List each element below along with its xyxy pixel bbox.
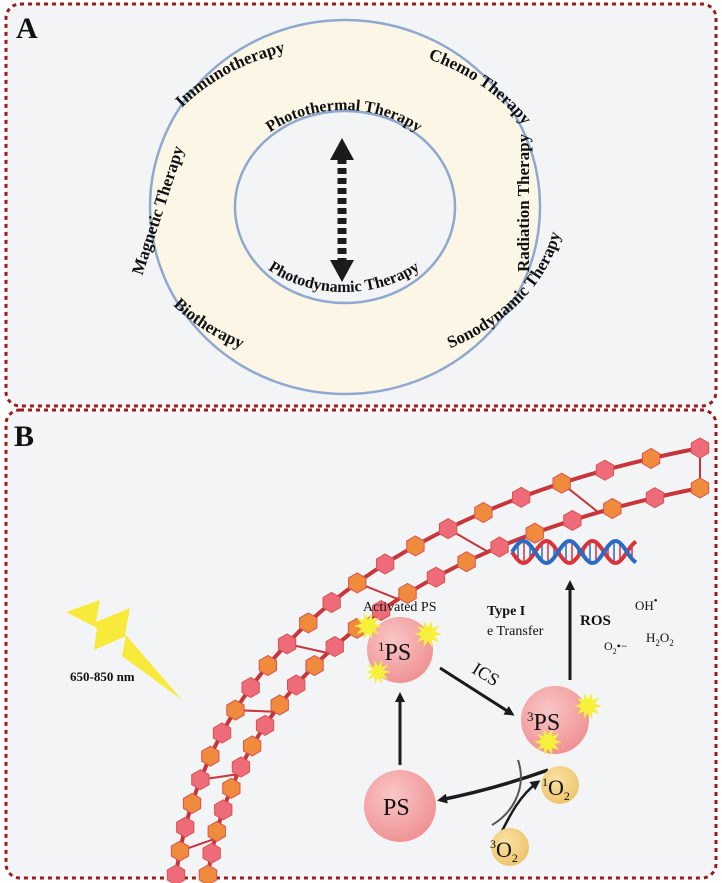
lipid-hexagon — [525, 522, 544, 544]
panel-b: B 650-850 nm Activated PS 1PS — [4, 408, 718, 883]
panel-a: A Immunotherapy Chemo Therapy Radiation … — [4, 2, 718, 408]
lipid-hexagon — [222, 777, 241, 799]
lipid-hexagon — [690, 477, 710, 499]
lipid-hexagon — [372, 600, 391, 622]
lipid-hexagon — [322, 591, 341, 614]
spark-star-icon — [354, 612, 382, 640]
lipid-hexagon — [201, 745, 220, 767]
singlet-ps-label: 1PS — [378, 639, 411, 666]
lipid-hexagon — [490, 536, 509, 558]
lipid-hexagon — [398, 582, 417, 605]
lipid-hexagon — [255, 714, 275, 736]
ground-ps-label: PS — [383, 795, 410, 821]
dna-helix-icon — [510, 538, 638, 566]
triplet-ps-label: 3PS — [527, 709, 560, 736]
lipid-hexagon — [348, 572, 367, 594]
lipid-hexagon — [603, 497, 622, 520]
lipid-hexagon — [170, 840, 190, 862]
superoxide-label: O2•− — [604, 639, 628, 656]
triplet-oxygen-label: 3O2 — [490, 837, 518, 865]
lipid-hexagon — [287, 674, 306, 696]
hydroxyl-radical-label: OH• — [635, 595, 658, 613]
ground-ps-circle — [364, 770, 436, 842]
membrane-hexagons — [166, 437, 710, 883]
lipid-hexagon — [552, 472, 571, 494]
lipid-hexagon — [243, 735, 262, 757]
spark-star-icon — [365, 659, 391, 685]
lipid-hexagon — [207, 820, 226, 842]
lipid-hexagon — [406, 535, 425, 557]
spark-star-icon — [414, 620, 442, 648]
electron-transfer-label: e Transfer — [487, 624, 544, 639]
inner-therapy-circle — [233, 109, 457, 305]
singlet-oxygen-circle — [541, 766, 579, 804]
lightning-bolt-icon — [66, 600, 182, 700]
panel-a-label: A — [16, 12, 38, 45]
arrow-triplet-to-ground — [437, 768, 549, 804]
type-i-label: Type I — [487, 604, 525, 619]
wavelength-label: 650-850 nm — [70, 669, 135, 684]
lipid-hexagon — [270, 694, 289, 716]
lipid-hexagon — [595, 459, 615, 481]
lipid-hexagon — [166, 864, 186, 883]
lipid-hexagon — [690, 437, 710, 459]
lipid-hexagon — [191, 769, 210, 791]
triplet-ps-circle — [521, 686, 589, 754]
hydrogen-peroxide-label: H2O2 — [646, 630, 674, 648]
lipid-hexagon — [563, 509, 582, 531]
ros-label: ROS — [580, 613, 611, 629]
lipid-hexagon — [376, 553, 395, 575]
spark-star-icon — [574, 692, 602, 720]
lipid-hexagon — [641, 447, 661, 470]
lipid-hexagon — [645, 487, 665, 509]
lipid-hexagon — [182, 792, 202, 814]
lipid-hexagon — [426, 566, 446, 588]
lipid-hexagon — [457, 551, 476, 573]
lipid-hexagon — [226, 699, 245, 721]
lipid-hexagon — [258, 654, 277, 677]
lipid-hexagon — [198, 864, 218, 883]
arrow-ics — [439, 666, 515, 716]
lipid-hexagon — [512, 486, 531, 508]
spark-star-icon — [534, 728, 562, 756]
lipid-hexagon — [305, 655, 324, 677]
lipid-hexagon — [214, 799, 233, 821]
lipid-hexagon — [277, 633, 297, 655]
lipid-hexagon — [212, 722, 232, 744]
cell-membrane — [166, 437, 710, 883]
activated-ps-label: Activated PS — [363, 600, 437, 615]
panel-b-label: B — [14, 420, 34, 453]
curve-triplet-branch — [491, 759, 522, 826]
lipid-hexagon — [241, 676, 260, 699]
lipid-hexagon — [325, 636, 344, 658]
lipid-hexagon — [176, 816, 195, 838]
lipid-hexagon — [438, 518, 458, 540]
triplet-oxygen-circle — [491, 828, 529, 866]
lipid-hexagon — [231, 756, 251, 778]
lipid-hexagon — [474, 501, 493, 524]
singlet-oxygen-label: 1O2 — [542, 775, 570, 803]
lipid-hexagon — [202, 842, 221, 864]
dashed-double-arrow — [330, 138, 354, 282]
label-radiation-therapy: Radiation Therapy — [514, 133, 533, 272]
lipid-hexagon — [299, 612, 318, 634]
